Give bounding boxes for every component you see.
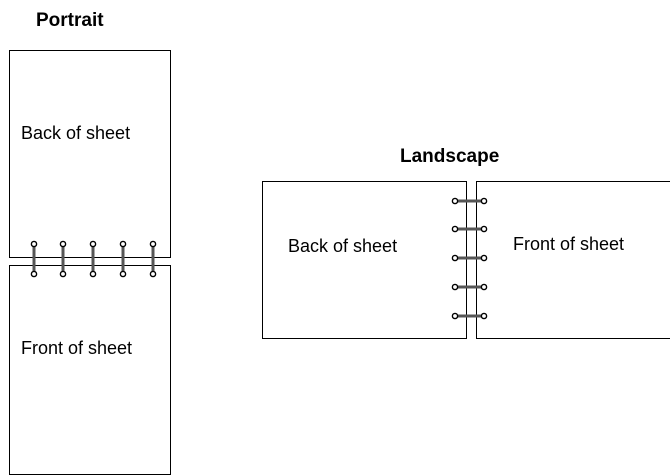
portrait-ring-5 [149, 240, 157, 278]
ring-hole-right [480, 197, 488, 205]
ring-hole-right [480, 225, 488, 233]
ring-hole-top [149, 240, 157, 248]
portrait-heading: Portrait [36, 10, 104, 31]
ring-hole-bottom [59, 270, 67, 278]
portrait-ring-1 [30, 240, 38, 278]
landscape-ring-5 [451, 312, 488, 320]
landscape-front-label: Front of sheet [513, 234, 625, 254]
ring-hole-left [451, 197, 459, 205]
ring-hole-left [451, 283, 459, 291]
portrait-front-label: Front of sheet [21, 338, 133, 358]
portrait-ring-2 [59, 240, 67, 278]
ring-hole-bottom [89, 270, 97, 278]
landscape-back-sheet: Back of sheet [262, 181, 467, 339]
landscape-heading: Landscape [400, 146, 500, 167]
portrait-back-label: Back of sheet [21, 123, 131, 143]
ring-hole-bottom [30, 270, 38, 278]
ring-hole-right [480, 254, 488, 262]
ring-hole-top [89, 240, 97, 248]
ring-hole-right [480, 312, 488, 320]
landscape-ring-4 [451, 283, 488, 291]
ring-hole-right [480, 283, 488, 291]
landscape-ring-3 [451, 254, 488, 262]
portrait-ring-4 [119, 240, 127, 278]
landscape-ring-2 [451, 225, 488, 233]
portrait-ring-3 [89, 240, 97, 278]
ring-hole-bottom [119, 270, 127, 278]
ring-hole-left [451, 254, 459, 262]
landscape-front-sheet: Front of sheet [476, 181, 670, 339]
ring-hole-top [30, 240, 38, 248]
portrait-front-sheet: Front of sheet [9, 265, 171, 475]
ring-hole-left [451, 312, 459, 320]
ring-hole-top [59, 240, 67, 248]
landscape-back-label: Back of sheet [288, 236, 398, 256]
ring-hole-left [451, 225, 459, 233]
ring-hole-top [119, 240, 127, 248]
landscape-ring-1 [451, 197, 488, 205]
ring-hole-bottom [149, 270, 157, 278]
portrait-back-sheet: Back of sheet [9, 50, 171, 258]
